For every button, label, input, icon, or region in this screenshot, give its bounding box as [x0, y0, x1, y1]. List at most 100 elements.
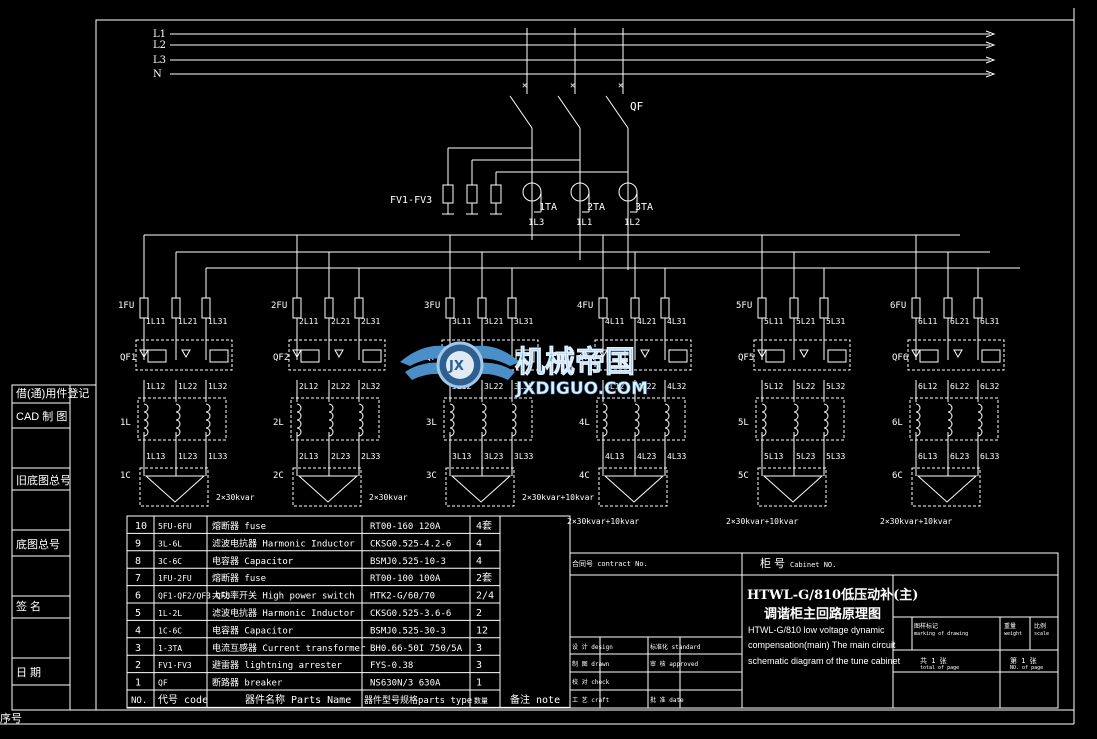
fuse-label: 6FU — [890, 301, 906, 311]
bom-name: 电容器 Capacitor — [212, 555, 294, 567]
fuse-label: 2FU — [271, 301, 287, 311]
wire-bot-2: 2L33 — [361, 452, 380, 461]
bom-spec: NS630N/3 630A — [370, 679, 441, 689]
standard-label: 标准化 standard — [650, 643, 701, 651]
bom-name: 熔断器 fuse — [212, 572, 266, 584]
bom-code: FV1-FV3 — [158, 661, 192, 670]
watermark-logo: JX 机械帝国 JXDIGUO.COM — [400, 341, 648, 399]
bom-no: 2 — [135, 660, 141, 671]
wire-mid-1: 6L22 — [950, 382, 969, 391]
fuse-label: 1FU — [118, 301, 134, 311]
bom-header-name: 器件名称 Parts Name — [245, 693, 351, 706]
bom-no: 4 — [135, 625, 141, 636]
reactor-label: 3L — [426, 418, 437, 428]
capacitor-rating: 2×30kvar+10kvar — [567, 517, 639, 526]
wire-mid-2: 5L32 — [826, 382, 845, 391]
reactor-label: 1L — [120, 418, 131, 428]
wire-mid-1: 5L22 — [796, 382, 815, 391]
capacitor-rating: 2×30kvar — [216, 493, 255, 502]
weight-en: weight — [1004, 631, 1022, 637]
wire-mid-0: 5L12 — [764, 382, 783, 391]
svg-text:✕: ✕ — [522, 81, 527, 91]
wire-top-2: 3L31 — [514, 317, 533, 326]
cabinet-label: 柜 号 — [760, 557, 785, 570]
fuse-label: 3FU — [424, 301, 440, 311]
watermark-badge: JX — [448, 359, 464, 374]
bom-qty: 3 — [476, 660, 482, 671]
bom-spec: CKSG0.525-4.2-6 — [370, 539, 451, 549]
left-block-label-2: 旧底图总号 — [16, 473, 71, 487]
bus-label-l2: L2 — [153, 40, 166, 51]
capacitor-rating: 2×30kvar+10kvar — [726, 517, 798, 526]
bom-qty: 2套 — [476, 571, 492, 584]
ta-output-0: 1L3 — [528, 218, 544, 228]
wire-mid-1: 2L22 — [331, 382, 350, 391]
svg-text:✕: ✕ — [570, 81, 575, 91]
bom-spec: FYS-0.38 — [370, 661, 413, 671]
bom-no: 9 — [135, 538, 141, 549]
wire-bot-2: 1L33 — [208, 452, 227, 461]
main-breaker-qf: ✕ ✕ ✕ QF — [509, 28, 643, 270]
bus-label-n: N — [153, 69, 162, 80]
bom-name: 滤波电抗器 Harmonic Inductor — [212, 537, 355, 549]
switch-label: QF6 — [892, 353, 908, 363]
wire-top-1: 1L21 — [178, 317, 197, 326]
branch-5: 5FU5L115L125L135L215L225L235L315L325L33Q… — [726, 235, 851, 526]
sheets-total-en: total of page — [920, 665, 959, 671]
wire-top-1: 2L21 — [331, 317, 350, 326]
qf-label: QF — [630, 100, 643, 113]
capacitor-rating: 2×30kvar+10kvar — [522, 493, 594, 502]
wire-bot-2: 5L33 — [826, 452, 845, 461]
wire-mid-2: 3L32 — [514, 382, 533, 391]
bom-qty: 1 — [476, 678, 482, 689]
wire-mid-0: 1L12 — [146, 382, 165, 391]
wire-bot-1: 4L23 — [637, 452, 656, 461]
bom-no: 10 — [135, 521, 147, 532]
bom-code: 1L-2L — [158, 609, 182, 618]
bom-spec: RT00-100 100A — [370, 574, 441, 584]
bom-qty: 2 — [476, 608, 482, 619]
wire-top-0: 4L11 — [605, 317, 624, 326]
reactor-label: 6L — [892, 418, 903, 428]
capacitor-label: 3C — [426, 471, 437, 481]
bom-qty: 4套 — [476, 519, 492, 532]
wire-top-0: 5L11 — [764, 317, 783, 326]
wire-mid-0: 4L12 — [605, 382, 624, 391]
bom-name: 电容器 Capacitor — [212, 624, 294, 636]
wire-bot-0: 5L13 — [764, 452, 783, 461]
scale-en: scale — [1034, 631, 1049, 637]
ta-output-2: 1L2 — [624, 218, 640, 228]
ta-output-1: 1L1 — [576, 218, 592, 228]
bom-qty: 2/4 — [476, 591, 494, 602]
wire-top-0: 2L11 — [299, 317, 318, 326]
wire-top-0: 3L11 — [452, 317, 471, 326]
wire-bot-0: 2L13 — [299, 452, 318, 461]
capacitor-label: 6C — [892, 471, 903, 481]
wire-mid-1: 4L22 — [637, 382, 656, 391]
wire-top-1: 3L21 — [484, 317, 503, 326]
stage-label: 图样标记 — [914, 622, 938, 630]
wire-bot-2: 6L33 — [980, 452, 999, 461]
wire-top-2: 2L31 — [361, 317, 380, 326]
cabinet-en: Cabinet NO. — [790, 561, 836, 569]
left-block-label-4: 签 名 — [16, 599, 41, 613]
fuse-label: 5FU — [736, 301, 752, 311]
distribution-bus — [144, 234, 1020, 269]
fuse-label: 4FU — [577, 301, 593, 311]
bom-spec: BH0.66-50I 750/5A — [370, 644, 463, 654]
bom-no: 7 — [135, 573, 141, 584]
bus-label-l1: L1 — [153, 29, 166, 40]
date-label: 批 准 date — [650, 696, 684, 704]
capacitor-rating: 2×30kvar+10kvar — [880, 517, 952, 526]
title-cn-1: HTWL-G/810低压动补(主) — [747, 587, 918, 603]
bom-name: 熔断器 fuse — [212, 520, 266, 532]
corner-label: 序号 — [0, 711, 22, 725]
bom-qty: 3 — [476, 643, 482, 654]
wire-mid-2: 1L32 — [208, 382, 227, 391]
branch-2: 2FU2L112L122L132L212L222L232L312L322L33Q… — [271, 235, 408, 507]
